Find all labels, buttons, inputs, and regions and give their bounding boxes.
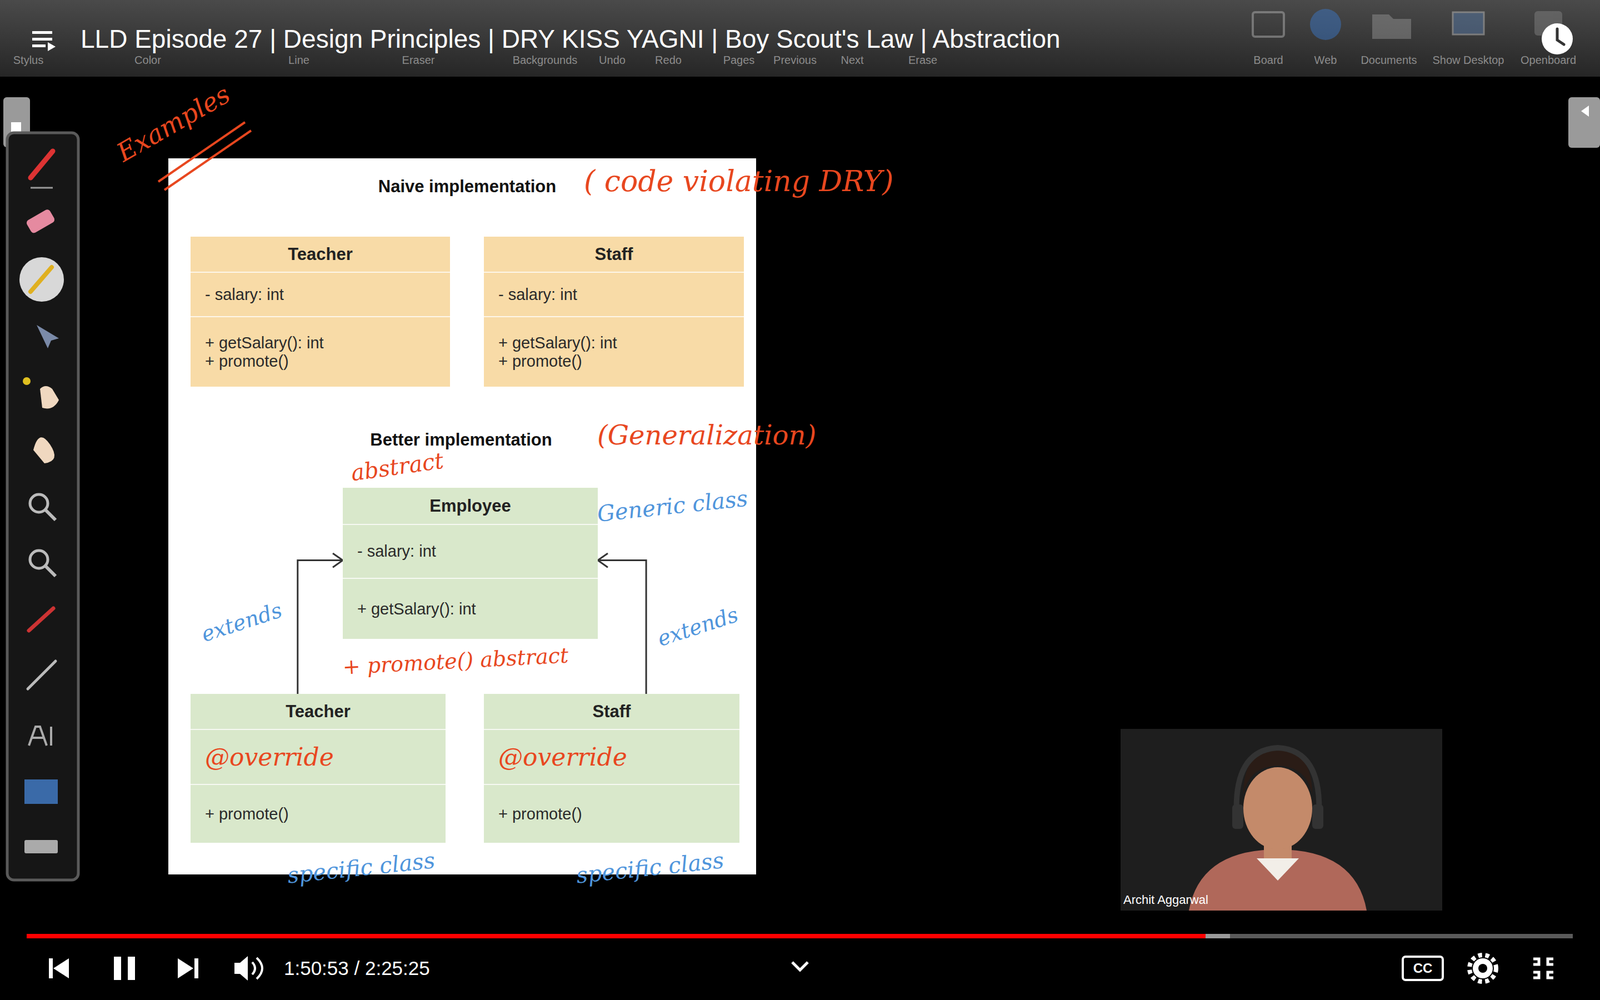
slide-panel <box>168 158 757 875</box>
handwritten-annotation: @override <box>205 742 432 772</box>
edge-label: extends <box>654 602 742 652</box>
class-compartment: - salary: int <box>190 271 450 317</box>
class-compartment: - salary: int <box>483 271 744 317</box>
toolbar-label: Undo <box>598 53 626 67</box>
class-compartment: @override <box>483 728 740 784</box>
cc-label: CC <box>1413 960 1433 977</box>
pen-palette <box>7 132 79 880</box>
watch-later-icon <box>1541 23 1573 55</box>
handwritten-annotation: specific class <box>286 847 437 889</box>
class-name: Staff <box>592 701 632 722</box>
handwritten-annotation: abstract <box>349 447 445 487</box>
class-header: Employee <box>342 487 598 524</box>
class-member: + promote() <box>205 805 432 824</box>
inheritance-connector <box>297 553 343 694</box>
handwritten-annotation: ( code violating DRY) <box>583 164 894 198</box>
webcam-view <box>1120 728 1443 911</box>
class-member: - salary: int <box>205 285 436 304</box>
class-compartment: + getSalary(): int <box>342 577 598 639</box>
progress-played <box>26 933 1206 939</box>
arrow-head <box>597 553 608 568</box>
toolbar-label: Next <box>840 53 864 67</box>
edge-label: extends <box>198 597 285 647</box>
handwritten-annotation: @override <box>498 742 725 772</box>
handwritten-annotation: Generic class <box>596 485 750 527</box>
class-compartment: - salary: int <box>342 523 598 578</box>
class-name: Teacher <box>287 244 353 265</box>
section-heading: Naive implementation <box>378 176 557 197</box>
class-member: - salary: int <box>498 285 730 304</box>
presenter-name: Archit Aggarwal <box>1123 892 1209 908</box>
side-tab-icon <box>1581 105 1589 117</box>
toolbar-label: Eraser <box>402 53 435 67</box>
handwritten-heading: Examples <box>111 78 235 168</box>
class-header: Teacher <box>190 693 446 729</box>
toolbar-label: Redo <box>655 53 682 67</box>
side-tab <box>1568 97 1600 148</box>
toolbar-label: Pages <box>723 53 755 67</box>
class-name: Staff <box>595 244 634 265</box>
toolbar-label: Backgrounds <box>512 53 578 67</box>
cc-button <box>1402 956 1443 980</box>
toolbar-label: Erase <box>908 53 938 67</box>
class-member: + promote() <box>498 805 725 824</box>
toolbar-label: Openboard <box>1520 53 1577 67</box>
class-member: + promote() <box>205 352 436 371</box>
handwritten-annotation: + promote() abstract <box>342 642 570 679</box>
toolbar-label: Board <box>1253 53 1283 67</box>
class-box: Employee - salary: int + getSalary(): int <box>342 487 598 639</box>
class-box: Staff - salary: int + getSalary(): int+ pr… <box>483 236 744 387</box>
class-box: Teacher - salary: int + getSalary(): int+ … <box>190 236 450 387</box>
class-compartment: + getSalary(): int+ promote() <box>190 316 450 387</box>
class-box: Staff @override + promote() <box>483 693 740 843</box>
toolbar-label: Show Desktop <box>1432 53 1505 67</box>
connector-line <box>297 560 343 694</box>
section-heading: Better implementation <box>370 430 552 450</box>
connector-line <box>597 560 647 694</box>
toolbar-label: Color <box>134 53 162 67</box>
class-header: Staff <box>483 236 744 272</box>
handwritten-annotation: (Generalization) <box>597 419 817 451</box>
class-member: + promote() <box>498 352 730 371</box>
inheritance-connector <box>597 553 647 694</box>
class-compartment: + promote() <box>190 783 446 843</box>
top-bar <box>0 0 1600 77</box>
class-name: Employee <box>429 496 511 517</box>
class-member: - salary: int <box>357 542 584 561</box>
class-name: Teacher <box>285 701 351 722</box>
class-member: + getSalary(): int <box>498 333 730 353</box>
toolbar-label: Previous <box>773 53 817 67</box>
arrow-head <box>332 553 343 568</box>
class-header: Teacher <box>190 236 450 272</box>
progress-track <box>26 933 1573 939</box>
time-display: 1:50:53 / 2:25:25 <box>283 957 430 980</box>
handwritten-annotation: specific class <box>575 847 725 889</box>
progress-buffer <box>26 933 1230 939</box>
player-controls <box>48 955 1554 982</box>
menu-icon <box>32 31 56 52</box>
class-member: + getSalary(): int <box>357 600 584 619</box>
toolbar-label: Documents <box>1360 53 1417 67</box>
class-member: + getSalary(): int <box>205 333 436 353</box>
toolbar-icons <box>1252 8 1563 40</box>
class-compartment: @override <box>190 728 446 784</box>
class-compartment: + getSalary(): int+ promote() <box>483 316 744 387</box>
video-title: LLD Episode 27 | Design Principles | DRY… <box>80 23 1061 54</box>
toolbar-label: Line <box>288 53 310 67</box>
toolbar-label: Stylus <box>13 53 44 67</box>
class-header: Staff <box>483 693 740 729</box>
toolbar-label: Web <box>1314 53 1338 67</box>
class-box: Teacher @override + promote() <box>190 693 446 843</box>
class-compartment: + promote() <box>483 783 740 843</box>
